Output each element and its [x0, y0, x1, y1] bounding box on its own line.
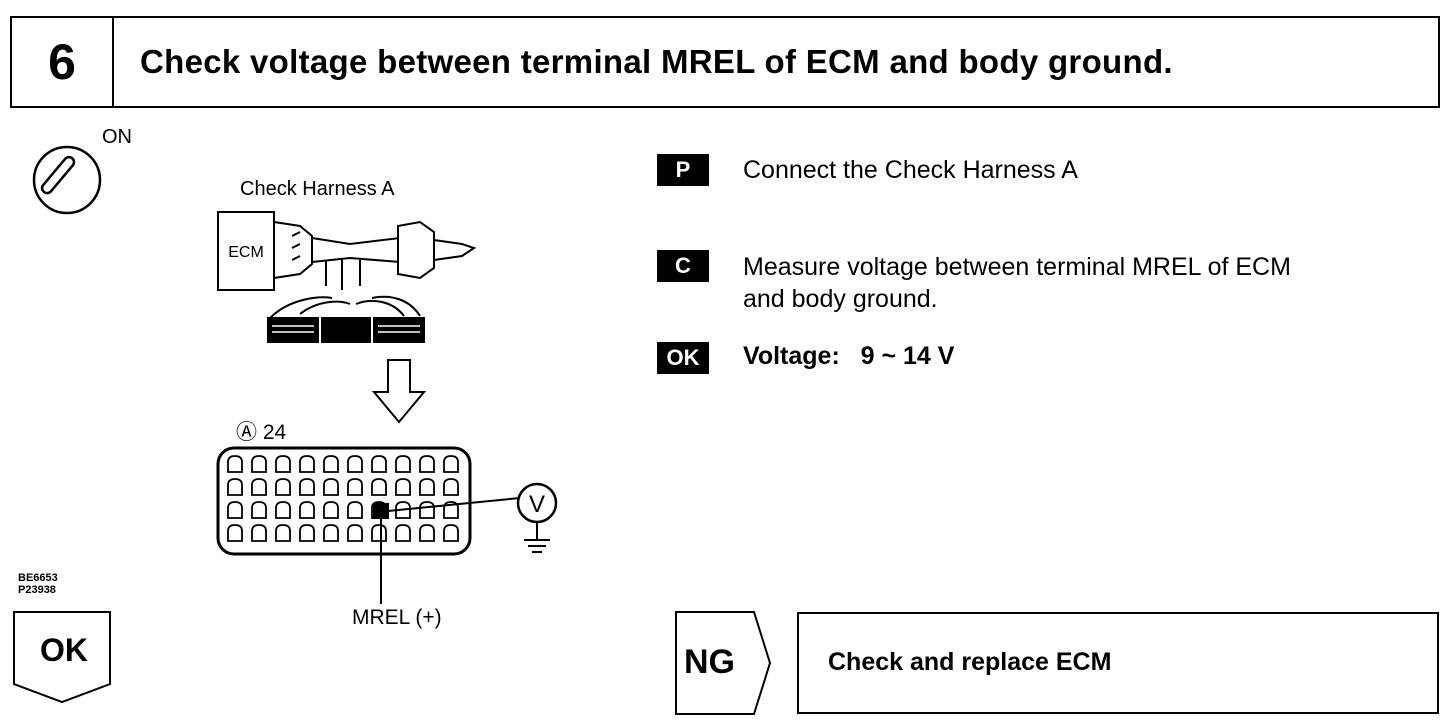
- connector-pin: [419, 478, 435, 496]
- connector-pin: [347, 455, 363, 473]
- figure-code: P23938: [18, 584, 56, 596]
- ng-result-label: NG: [684, 643, 735, 681]
- ng-action-box: [797, 612, 1439, 714]
- spec-line: Voltage: 9 ~ 14 V: [743, 342, 954, 371]
- ground-icon: [524, 522, 550, 553]
- down-arrow-icon: [371, 359, 427, 424]
- connector-pin: [419, 455, 435, 473]
- connector-pin: [251, 501, 267, 519]
- connector-pin: [227, 455, 243, 473]
- connector-pin: [371, 524, 387, 542]
- connector-pin: [323, 524, 339, 542]
- check-harness-icon: ECM: [217, 211, 477, 343]
- connector-pin: [299, 455, 315, 473]
- connector-pin: [299, 501, 315, 519]
- connector-pin: [275, 478, 291, 496]
- connector-pin: [251, 478, 267, 496]
- connector-pin: [275, 524, 291, 542]
- step-header: 6 Check voltage between terminal MREL of…: [10, 16, 1440, 108]
- connector-pin: [227, 524, 243, 542]
- mrel-terminal-probe: [373, 497, 521, 604]
- connector-pin: [443, 524, 459, 542]
- ng-result-shape: [675, 611, 772, 715]
- connector-pin: [371, 478, 387, 496]
- mrel-terminal-label: MREL (+): [352, 606, 442, 629]
- procedure-badge: P: [657, 154, 709, 186]
- step-title: Check voltage between terminal MREL of E…: [140, 43, 1173, 80]
- meter-symbol: V: [529, 491, 545, 518]
- connector-pin: [395, 524, 411, 542]
- check-text-line: and body ground.: [743, 285, 938, 313]
- ok-result-shape: [13, 611, 111, 704]
- connector-pin: [323, 478, 339, 496]
- ecm-box-label: ECM: [228, 244, 264, 261]
- connector-pin: [395, 455, 411, 473]
- connector-pin: [347, 501, 363, 519]
- check-text-line: Measure voltage between terminal MREL of…: [743, 253, 1291, 281]
- ng-action-text: Check and replace ECM: [828, 648, 1112, 676]
- connector-pin: [251, 455, 267, 473]
- connector-pin: [299, 478, 315, 496]
- check-harness-label: Check Harness A: [240, 178, 395, 200]
- connector-pin: [299, 524, 315, 542]
- connector-pin: [323, 501, 339, 519]
- ok-result-label: OK: [40, 632, 88, 668]
- connector-pin: [395, 478, 411, 496]
- connector-pin: [275, 455, 291, 473]
- check-badge: C: [657, 250, 709, 282]
- connector-pin: [443, 455, 459, 473]
- voltmeter-icon: V: [516, 482, 558, 524]
- procedure-text: Connect the Check Harness A: [743, 156, 1078, 184]
- spec-value: 9 ~ 14 V: [860, 342, 955, 370]
- connector-pin: [419, 524, 435, 542]
- connector-pin: [395, 501, 411, 519]
- spec-label: Voltage:: [743, 342, 840, 370]
- connector-pin: [443, 478, 459, 496]
- connector-pin: [347, 478, 363, 496]
- connector-pin: [251, 524, 267, 542]
- step-number: 6: [12, 18, 114, 106]
- ignition-on-label: ON: [102, 126, 132, 148]
- connector-pin: [371, 455, 387, 473]
- ok-badge: OK: [657, 342, 709, 374]
- ignition-key-icon: [32, 145, 102, 215]
- connector-pin-label: Ⓐ 24: [236, 421, 287, 444]
- connector-pin: [227, 501, 243, 519]
- connector-pin: [227, 478, 243, 496]
- ecm-connector: [216, 446, 472, 556]
- check-text: Measure voltage between terminal MREL of…: [743, 251, 1291, 315]
- connector-pin: [347, 524, 363, 542]
- figure-code: BE6653: [18, 572, 58, 584]
- connector-pin: [275, 501, 291, 519]
- figure-codes: BE6653 P23938: [18, 572, 58, 596]
- connector-pin: [323, 455, 339, 473]
